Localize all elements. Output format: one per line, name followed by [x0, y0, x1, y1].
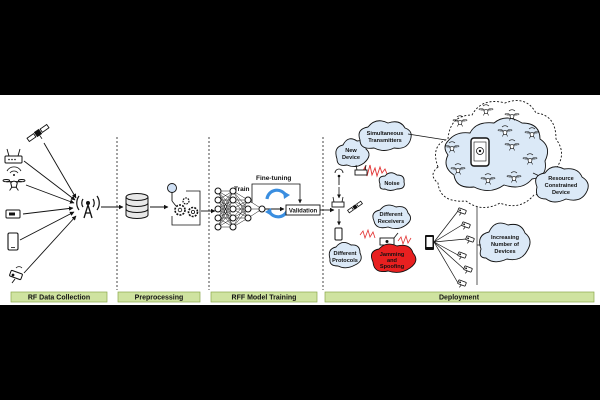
neural-network-icon — [214, 187, 285, 231]
svg-text:Different: Different — [380, 212, 403, 218]
svg-text:Resource: Resource — [548, 176, 574, 182]
nn-node — [244, 214, 252, 222]
increasing-devices-cloud: Increasing Number of Devices — [479, 222, 531, 263]
finetune-loop — [251, 183, 302, 204]
svg-text:Transmitters: Transmitters — [368, 138, 402, 144]
jamming-signal — [397, 234, 412, 246]
svg-text:Different: Different — [334, 251, 357, 257]
simultaneous-transmitters-cloud: Simultaneous Transmitters — [358, 120, 412, 151]
stage-bar-collection: RF Data Collection — [10, 291, 108, 303]
new-device-cloud: New Device — [335, 138, 370, 168]
smartphone-icon — [334, 227, 343, 241]
svg-text:Spoofing: Spoofing — [380, 264, 405, 270]
jammer-icon — [379, 232, 399, 246]
camera-icon — [457, 207, 467, 216]
camera-icon — [9, 266, 23, 284]
stage-bar-preprocessing: Preprocessing — [117, 291, 201, 303]
nn-node — [214, 187, 222, 195]
validation-label: Validation — [289, 209, 318, 215]
nn-node — [244, 205, 252, 213]
device-connections — [433, 210, 467, 284]
rf-tower-icon — [76, 195, 100, 219]
nn-node — [244, 196, 252, 204]
collection-arrows — [19, 142, 77, 274]
svg-text:Simultaneous: Simultaneous — [367, 131, 404, 137]
nn-node — [214, 196, 222, 204]
different-protocols-cloud: Different Protocols — [328, 242, 362, 269]
nn-node — [229, 214, 237, 222]
satellite-icon — [347, 200, 363, 214]
different-receivers-cloud: Different Receivers — [372, 204, 411, 230]
svg-text:Increasing: Increasing — [491, 235, 520, 241]
router-icon — [354, 164, 368, 176]
nn-node — [214, 214, 222, 222]
svg-text:Preprocessing: Preprocessing — [135, 295, 184, 302]
svg-text:Noise: Noise — [384, 181, 399, 187]
camera-icon — [457, 251, 467, 260]
connector — [407, 133, 447, 141]
stage-bar-deployment: Deployment — [324, 291, 595, 303]
router-icon — [4, 148, 23, 164]
drone-swarm-cloud — [432, 100, 562, 208]
svg-text:Device: Device — [552, 190, 570, 196]
database-icon — [125, 193, 149, 219]
noise-cloud: Noise — [378, 172, 405, 191]
drone-icon — [2, 166, 26, 192]
svg-text:Deployment: Deployment — [439, 295, 480, 302]
jamming-signal — [359, 228, 376, 240]
nn-node — [229, 205, 237, 213]
svg-text:Receivers: Receivers — [378, 219, 404, 225]
camera-icon — [465, 235, 475, 244]
svg-text:RFF Model Training: RFF Model Training — [232, 295, 297, 302]
modem-icon — [5, 209, 21, 219]
svg-text:Devices: Devices — [494, 249, 515, 255]
satellite-icon — [26, 123, 50, 143]
jamming-spoofing-cloud: Jamming and Spoofing — [371, 243, 417, 273]
svg-text:RF Data Collection: RF Data Collection — [28, 295, 90, 302]
gear-icon — [167, 183, 201, 226]
svg-text:New: New — [345, 148, 357, 154]
diagram-panel: Train Fine-tuning Validation New Device — [0, 95, 600, 305]
svg-text:Device: Device — [342, 155, 360, 161]
nn-node — [229, 187, 237, 195]
nn-node — [258, 205, 266, 213]
resource-constrained-cloud: Resource Constrained Device — [535, 166, 589, 203]
svg-text:Constrained: Constrained — [545, 183, 578, 189]
nn-node — [214, 223, 222, 231]
smartphone-icon — [470, 137, 490, 167]
smartphone-icon — [425, 235, 434, 250]
nn-node — [214, 205, 222, 213]
camera-icon — [463, 265, 473, 274]
svg-text:and: and — [387, 258, 398, 264]
svg-text:Protocols: Protocols — [332, 258, 358, 264]
nn-node — [229, 223, 237, 231]
svg-text:Jamming: Jamming — [380, 252, 405, 258]
cameras-group — [457, 207, 475, 288]
camera-icon — [461, 221, 471, 230]
finetune-label: Fine-tuning — [256, 175, 291, 182]
smartphone-icon — [7, 232, 19, 251]
pipeline-diagram: Train Fine-tuning Validation New Device — [2, 100, 595, 303]
antenna-icon — [334, 168, 344, 185]
nn-node — [229, 196, 237, 204]
stage-bar-training: RFF Model Training — [210, 291, 318, 303]
router-icon — [331, 196, 345, 208]
camera-icon — [457, 279, 467, 288]
train-label: Train — [234, 186, 250, 193]
drones-group — [444, 104, 540, 185]
svg-text:Number of: Number of — [491, 242, 519, 248]
